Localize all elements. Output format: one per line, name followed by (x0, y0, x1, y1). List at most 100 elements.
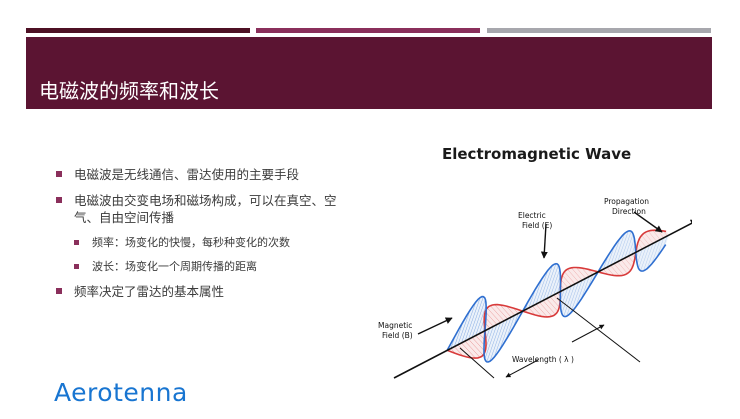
wavelength-arrow-left (505, 359, 539, 378)
top-bar-gray (487, 28, 711, 33)
electric-hatch-line (570, 280, 583, 314)
propagation-pointer (633, 211, 663, 233)
magnetic-hatch-line (576, 267, 586, 279)
magnetic-hatch-line (564, 271, 576, 285)
bullet-list: 电磁波是无线通信、雷达使用的主要手段 电磁波由交变电场和磁场构成，可以在真空、空… (56, 166, 356, 309)
magnetic-hatch-line (553, 294, 561, 303)
magnetic-hatch-line (567, 269, 579, 283)
magnetic-hatch-line (490, 305, 505, 321)
wavelength-arrow-right (571, 324, 605, 343)
magnetic-hatch-line (485, 311, 498, 325)
magnetic-hatch-line (624, 257, 633, 268)
magnetic-hatch-line (617, 261, 628, 274)
magnetic-hatch-line (628, 256, 635, 264)
magnetic-hatch-line (641, 235, 650, 246)
magnetic-label-1: Magnetic (378, 321, 412, 330)
electric-hatch-line (539, 265, 553, 303)
electric-label-2: Field (E) (522, 221, 552, 230)
magnetic-hatch-line (461, 342, 476, 359)
electric-hatch-line (457, 310, 471, 345)
electric-hatch-line (468, 296, 484, 340)
electric-hatch-line (542, 263, 557, 301)
wavelength-guide-left (459, 347, 495, 379)
electric-hatch-line (484, 324, 498, 360)
top-bar-dark (26, 28, 250, 33)
magnetic-hatch-line (535, 304, 548, 318)
magnetic-hatch-line (560, 279, 569, 288)
magnetic-hatch-line (644, 232, 654, 244)
electric-hatch-line (613, 233, 625, 264)
electric-hatch-line (581, 276, 590, 300)
magnetic-hatch-line (494, 304, 508, 320)
electric-label-1: Electric (518, 211, 546, 220)
magnetic-hatch-line (562, 275, 572, 286)
electric-hatch-line (563, 283, 576, 317)
magnetic-hatch-line (539, 302, 553, 317)
top-bar-accent (256, 28, 480, 33)
magnetic-hatch-line (581, 267, 590, 277)
magnetic-hatch-line (542, 300, 556, 315)
magnetic-hatch-line (468, 339, 484, 356)
electric-wave (446, 229, 667, 363)
magnetic-hatch-line (648, 230, 657, 242)
magnetic-hatch-line (613, 263, 624, 276)
magnetic-hatch-line (546, 298, 558, 312)
electric-hatch-line (651, 239, 661, 265)
electric-hatch-line (643, 243, 654, 271)
electric-hatch-line (464, 297, 481, 342)
wavelength-label: Wavelength ( λ ) (512, 355, 574, 364)
magnetic-hatch-line (637, 242, 643, 250)
magnetic-wave-fill (447, 230, 670, 359)
electric-hatch-line (553, 275, 561, 296)
propagation-label-1: Propagation (604, 197, 649, 206)
electric-hatch-line (606, 245, 615, 268)
electric-hatch-line (461, 302, 476, 344)
electric-hatch-line (646, 241, 657, 269)
sub-bullet-item: 频率：场变化的快慢，每秒种变化的次数 (74, 235, 356, 250)
magnetic-hatch-line (499, 304, 512, 318)
electric-hatch-line (486, 322, 501, 362)
electric-hatch-line (471, 299, 486, 338)
em-wave-diagram: Electric Field (E) Propagation Direction… (378, 197, 692, 379)
electric-hatch-line (493, 318, 508, 358)
electric-hatch-line (575, 278, 586, 308)
magnetic-hatch-line (571, 267, 583, 281)
magnetic-label-2: Field (B) (382, 331, 413, 340)
magnetic-hatch-line (528, 307, 536, 316)
slide-title: 电磁波的频率和波长 (39, 79, 219, 103)
magnetic-hatch-line (471, 337, 486, 352)
propagation-label-2: Direction (612, 207, 646, 216)
electric-hatch-line (499, 317, 512, 350)
electric-hatch-line (617, 230, 629, 262)
magnetic-hatch-line (606, 267, 615, 276)
magnetic-pointer (417, 317, 453, 335)
magnetic-hatch-line (454, 346, 464, 357)
magnetic-hatch-line (532, 305, 542, 317)
magnetic-hatch-line (610, 265, 620, 276)
wavelength-guide-right (556, 297, 641, 363)
electric-hatch-line (560, 287, 569, 309)
figure-title: Electromagnetic Wave (442, 145, 632, 163)
electric-hatch-line (535, 270, 549, 305)
electric-hatch-line (546, 265, 559, 299)
magnetic-hatch-line (464, 340, 481, 358)
electric-hatch-line (532, 278, 543, 307)
electric-hatch-line (624, 233, 634, 259)
bullet-item: 电磁波是无线通信、雷达使用的主要手段 (56, 166, 356, 183)
sub-bullet-item: 波长：场变化一个周期传播的距离 (74, 259, 356, 274)
electric-hatch-line (610, 238, 621, 266)
magnetic-hatch-line (639, 238, 647, 248)
electric-hatch-line (620, 231, 632, 261)
electric-hatch-line (566, 281, 579, 317)
electric-hatch-line (636, 248, 643, 265)
magnetic-hatch-line (549, 296, 560, 308)
electric-hatch-line (561, 285, 572, 314)
electric-hatch-line (640, 245, 650, 271)
electric-hatch-line (656, 237, 664, 258)
bullet-item: 频率决定了雷达的基本属性 (56, 283, 356, 300)
electric-hatch-line (489, 320, 505, 362)
magnetic-hatch-line (487, 307, 501, 323)
electric-hatch-line (475, 305, 487, 336)
title-band: 电磁波的频率和波长 (26, 37, 712, 109)
electric-hatch-line (505, 315, 515, 340)
